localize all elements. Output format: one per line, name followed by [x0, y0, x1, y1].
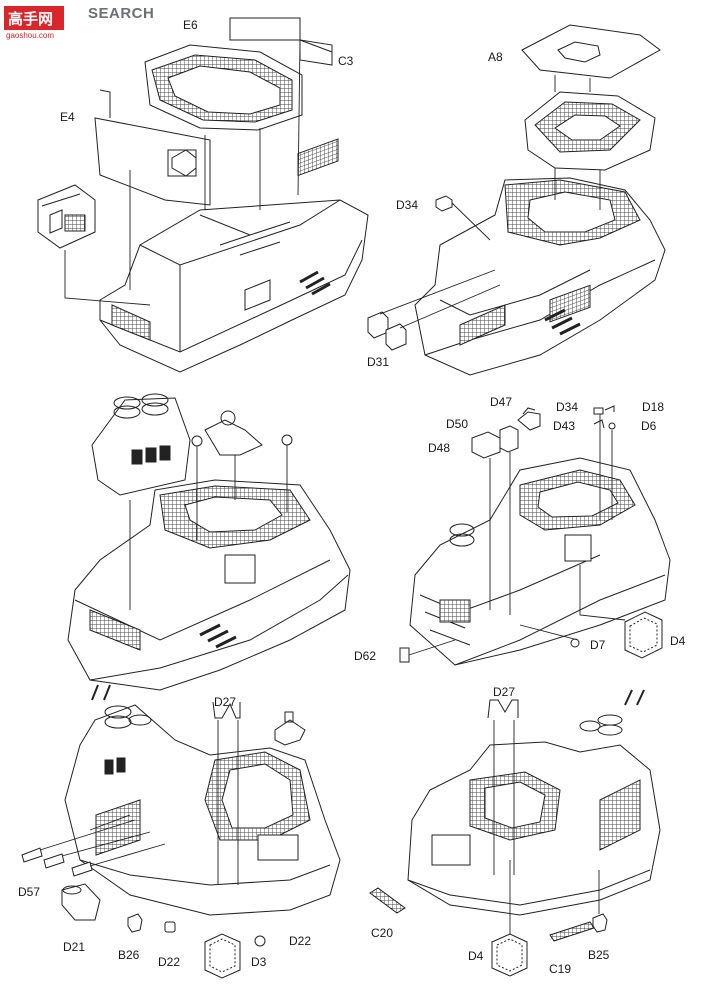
- label-a8: A8: [488, 50, 503, 64]
- watermark-search-text: SEARCH: [88, 5, 155, 22]
- label-d7: D7: [590, 638, 606, 652]
- step2-part-a8: [521, 24, 661, 79]
- label-c19: C19: [549, 962, 572, 976]
- step3-part-radar: [204, 419, 263, 456]
- step1-part-e4: [94, 117, 211, 206]
- step4-part-d4: [624, 611, 663, 659]
- label-d4-step6: D4: [468, 949, 484, 963]
- label-d47: D47: [490, 395, 513, 409]
- step5-part-d57: [21, 847, 93, 877]
- step4-part-d34: [593, 407, 604, 415]
- step4-diagram: [399, 405, 671, 666]
- label-d34-step4: D34: [556, 400, 579, 414]
- label-d4-step4: D4: [670, 634, 686, 648]
- label-d22-right: D22: [289, 934, 312, 948]
- label-d6: D6: [641, 419, 657, 433]
- label-c3: C3: [338, 54, 354, 68]
- step3-part-funnel: [91, 397, 191, 496]
- label-d22-left: D22: [158, 955, 181, 969]
- step1-hull: [99, 199, 369, 373]
- step1-diagram: [37, 17, 369, 373]
- svg-text:高手网: 高手网: [8, 10, 53, 28]
- step2-part-d34: [435, 195, 453, 212]
- step3-diagram: [67, 393, 351, 691]
- label-b26: B26: [118, 948, 140, 962]
- step5-diagram: [21, 684, 341, 979]
- step4-part-d62: [399, 647, 410, 663]
- label-e4: E4: [60, 110, 75, 124]
- label-d27-step6: D27: [493, 685, 516, 699]
- step4-part-d47: [499, 425, 519, 453]
- step6-part-b25: [592, 913, 608, 933]
- step6-diagram: [369, 689, 661, 977]
- step4-part-d6: [608, 422, 616, 430]
- step5-part-d22a: [164, 921, 176, 933]
- step5-part-d22b: [254, 935, 266, 947]
- step2-part-d31b: [385, 323, 407, 351]
- label-d18: D18: [642, 400, 665, 414]
- step5-part-d27: [212, 701, 241, 719]
- watermark-logo: 高手网 gaoshou.com: [4, 6, 64, 40]
- step4-part-d43: [593, 419, 605, 429]
- label-d3: D3: [251, 955, 267, 969]
- label-d43: D43: [553, 419, 576, 433]
- label-d57: D57: [18, 885, 41, 899]
- step2-diagram: [367, 24, 666, 376]
- step6-part-d27: [487, 699, 519, 719]
- svg-text:gaoshou.com: gaoshou.com: [6, 31, 54, 40]
- step5-part-b26: [127, 913, 143, 933]
- step6-part-c19: [549, 921, 595, 942]
- step4-part-d18: [604, 405, 615, 412]
- label-b25: B25: [588, 948, 610, 962]
- step5-part-radar: [274, 719, 306, 746]
- label-d48: D48: [428, 441, 451, 455]
- label-d31: D31: [367, 355, 390, 369]
- step1-part-c3: [229, 17, 333, 66]
- label-c20: C20: [371, 926, 394, 940]
- step4-part-d50: [471, 431, 501, 459]
- label-e6: E6: [183, 18, 198, 32]
- label-d34: D34: [396, 198, 419, 212]
- step4-part-d48-bracket: [517, 411, 541, 431]
- label-d21: D21: [63, 940, 86, 954]
- label-d62: D62: [354, 649, 377, 663]
- step5-part-d3: [204, 933, 241, 979]
- label-d27-step5: D27: [214, 695, 237, 709]
- step5-part-d21: [61, 883, 101, 921]
- step2-part-d31a: [367, 311, 389, 339]
- step6-part-c20: [369, 887, 406, 914]
- label-d50: D50: [446, 417, 469, 431]
